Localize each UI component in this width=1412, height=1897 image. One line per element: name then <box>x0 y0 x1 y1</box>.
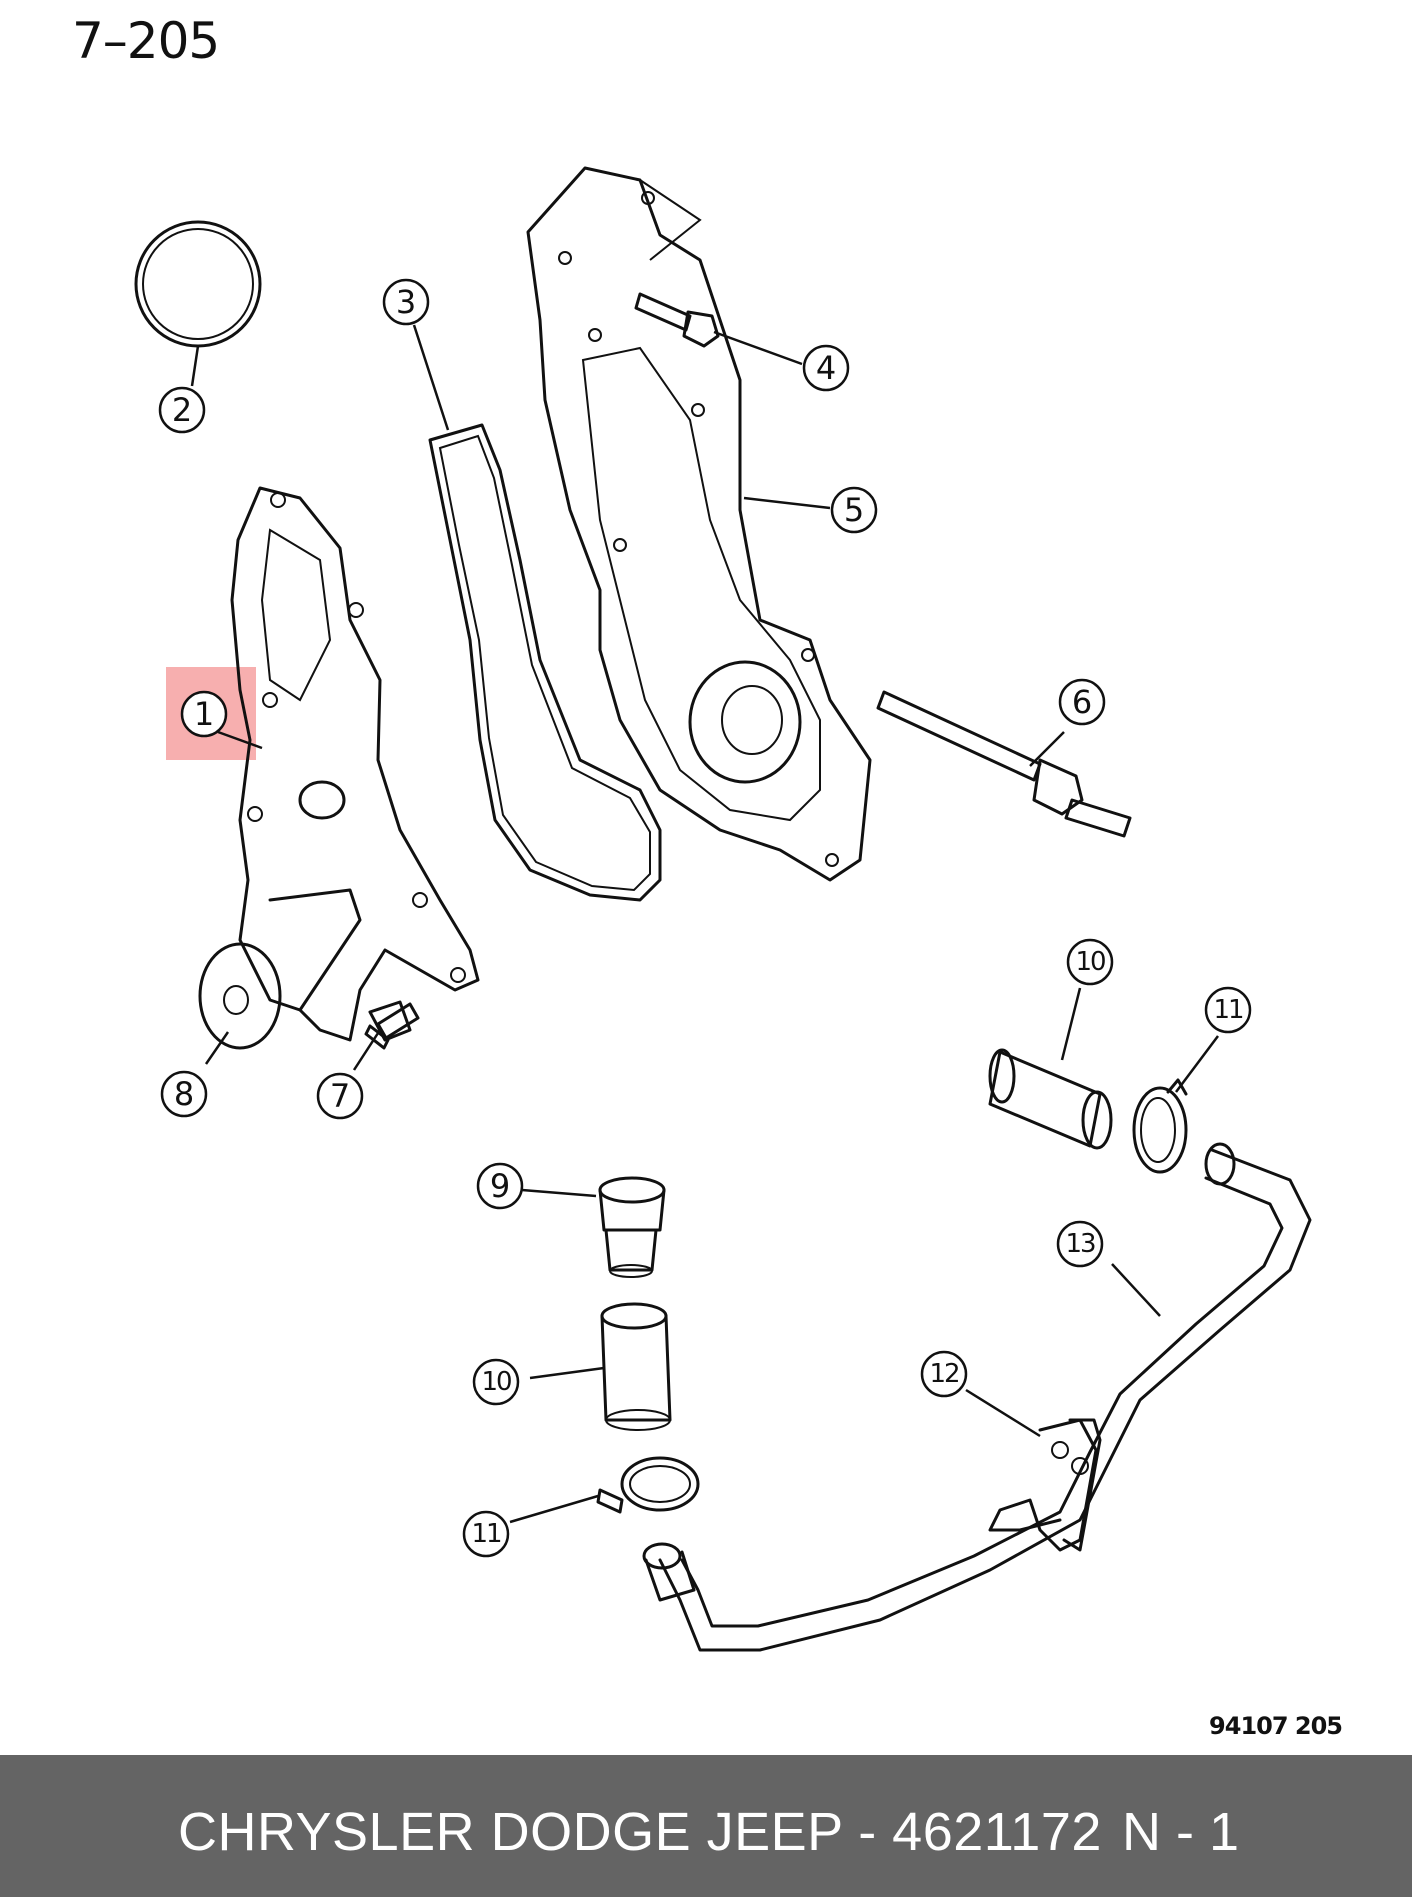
svg-text:9: 9 <box>490 1167 510 1205</box>
callout-8: 8 <box>160 1070 208 1118</box>
callout-7: 7 <box>316 1072 364 1120</box>
svg-text:8: 8 <box>174 1075 194 1113</box>
svg-text:11: 11 <box>1213 995 1243 1025</box>
leader-lines <box>190 324 1219 1524</box>
callout-2: 2 <box>158 386 206 434</box>
exploded-parts-diagram: 1 2 3 4 5 6 7 8 9 10 10 11 11 12 13 <box>134 166 1312 1652</box>
svg-text:3: 3 <box>396 283 416 321</box>
bolt-part <box>634 292 720 348</box>
callout-11-upper: 11 <box>1204 986 1252 1034</box>
svg-text:5: 5 <box>844 491 864 529</box>
figure-code: 94107 205 <box>1209 1712 1343 1740</box>
callout-9: 9 <box>476 1162 524 1210</box>
callout-10-lower: 10 <box>472 1358 520 1406</box>
callout-13: 13 <box>1056 1220 1104 1268</box>
svg-text:7: 7 <box>330 1077 350 1115</box>
o-ring-part <box>134 220 262 348</box>
water-pump-part <box>198 486 480 1050</box>
hose-clamp-lower-part <box>596 1456 700 1514</box>
page-number: 7–205 <box>72 12 220 70</box>
svg-text:6: 6 <box>1072 683 1092 721</box>
callout-11-lower: 11 <box>462 1510 510 1558</box>
svg-text:4: 4 <box>816 349 836 387</box>
quantity-label: N - 1 <box>1122 1802 1240 1862</box>
callout-4: 4 <box>802 344 850 392</box>
part-number-label: CHRYSLER DODGE JEEP - 4621172 <box>178 1802 1102 1862</box>
tube-bracket-part <box>988 1418 1102 1552</box>
callout-5: 5 <box>830 486 878 534</box>
timing-chain-cover-part <box>526 166 872 882</box>
heater-tube-part <box>642 1142 1312 1652</box>
svg-text:10: 10 <box>1075 947 1105 977</box>
svg-text:11: 11 <box>471 1519 501 1549</box>
hose-sleeve-upper-part <box>988 1048 1113 1150</box>
callout-1: 1 <box>180 690 228 738</box>
callout-10-upper: 10 <box>1066 938 1114 986</box>
svg-text:2: 2 <box>172 391 192 429</box>
svg-text:1: 1 <box>194 695 214 733</box>
stud-part <box>876 690 1132 838</box>
svg-text:12: 12 <box>929 1359 958 1389</box>
callout-3: 3 <box>382 278 430 326</box>
hose-clamp-upper-part <box>1132 1078 1188 1174</box>
hose-sleeve-lower-part <box>600 1302 672 1431</box>
cover-gasket-part <box>428 423 662 902</box>
pump-bolt-part <box>364 1002 420 1050</box>
callout-12: 12 <box>920 1350 968 1398</box>
svg-text:13: 13 <box>1065 1229 1095 1259</box>
callout-6: 6 <box>1058 678 1106 726</box>
footer-bar: CHRYSLER DODGE JEEP - 4621172 N - 1 <box>0 1755 1412 1897</box>
svg-text:10: 10 <box>481 1367 511 1397</box>
heater-fitting-part <box>598 1176 666 1278</box>
